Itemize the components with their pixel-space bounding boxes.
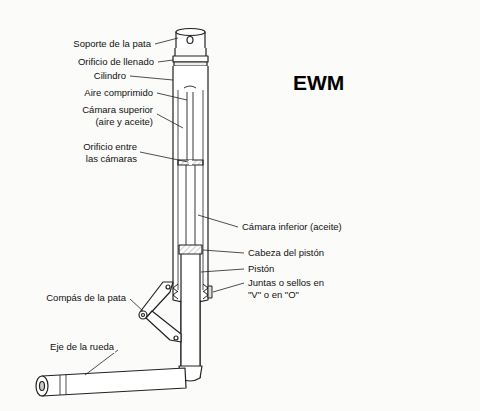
part-label: Cabeza del pistón bbox=[247, 247, 325, 259]
part-label: Aire comprimido bbox=[83, 87, 154, 99]
part-label: Orificio entre las cámaras bbox=[70, 141, 138, 165]
cylinder bbox=[173, 66, 208, 303]
part-label: Cámara inferior (aceite) bbox=[241, 221, 343, 233]
piston-head bbox=[179, 245, 202, 254]
filling-port bbox=[173, 56, 208, 62]
watermark: EWM bbox=[292, 70, 345, 96]
seals bbox=[173, 284, 212, 299]
torque-link bbox=[139, 282, 181, 342]
part-label: Pistón bbox=[247, 263, 275, 275]
part-label: Compás de la pata bbox=[45, 292, 127, 304]
part-label: Juntas o sellos en "V" o en "O" bbox=[247, 277, 331, 301]
part-label: Eje de la rueda bbox=[49, 341, 115, 353]
part-label: Cilindro bbox=[93, 70, 127, 82]
part-label: Orificio de llenado bbox=[77, 56, 155, 68]
leg-support bbox=[176, 29, 205, 48]
part-label: Soporte de la pata bbox=[72, 38, 152, 50]
wheel-axle bbox=[36, 368, 186, 396]
part-label: Cámara superior (aire y aceite) bbox=[74, 104, 154, 128]
piston bbox=[181, 254, 200, 378]
